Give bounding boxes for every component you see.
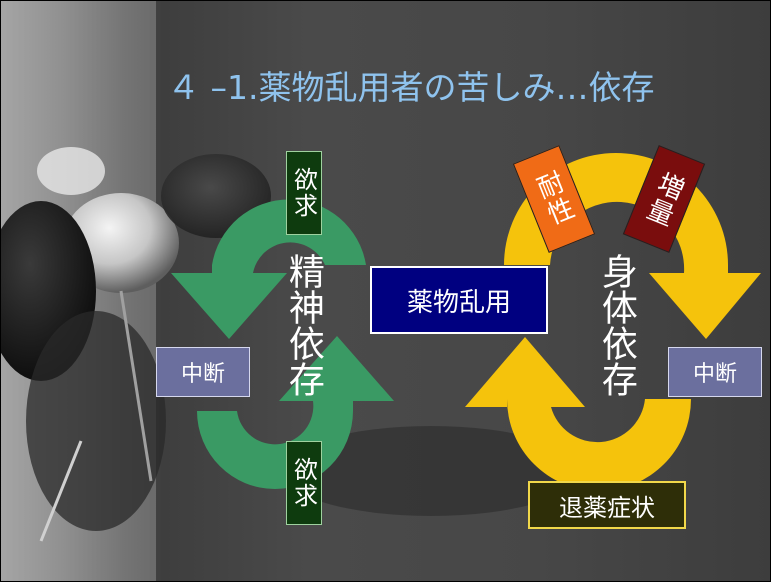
slide-title: ４ –1.薬物乱用者の苦しみ…依存 bbox=[167, 68, 655, 107]
physical-bottom-arc-arrow bbox=[465, 337, 691, 491]
mental-bottom-arc-arrow bbox=[197, 336, 394, 489]
mental-top-arc-arrow bbox=[171, 199, 366, 339]
withdrawal-symptoms-box: 退薬症状 bbox=[528, 481, 686, 529]
interrupt-right-box: 中断 bbox=[668, 347, 762, 397]
interrupt-left-box: 中断 bbox=[156, 347, 250, 397]
desire-bottom-box: 欲求 bbox=[286, 441, 322, 525]
drug-abuse-box: 薬物乱用 bbox=[370, 266, 548, 334]
desire-top-box: 欲求 bbox=[286, 151, 322, 235]
mental-dependence-label: 精神依存 bbox=[282, 253, 324, 397]
physical-dependence-label: 身体依存 bbox=[595, 253, 637, 397]
